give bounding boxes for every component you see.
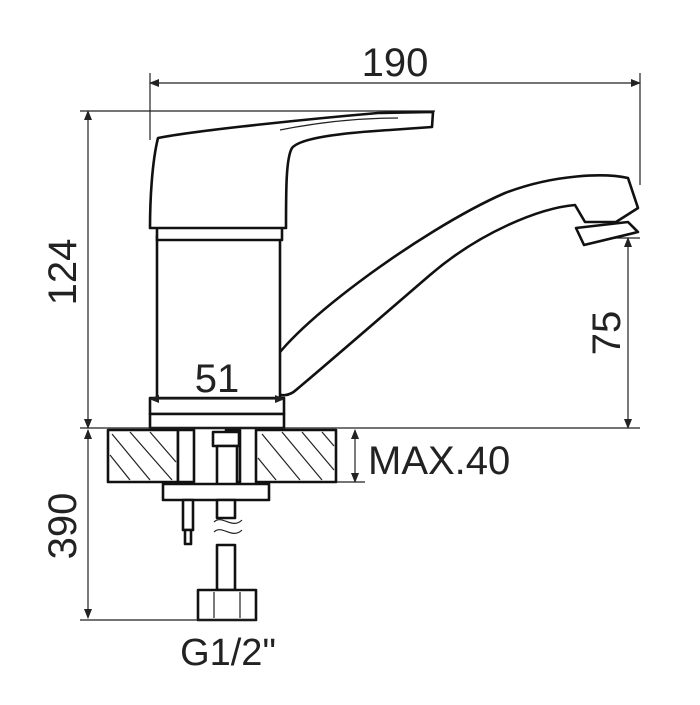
countertop-section [80,427,640,484]
faucet-cylinder [155,234,282,403]
dimension-overall-height: 124 [41,110,435,429]
faucet-handle [148,110,435,230]
faucet-body [148,110,640,430]
hose-nut [196,588,258,622]
faucet-aerator [574,220,640,247]
dimension-label-51: 51 [195,357,240,401]
dimension-label-390: 390 [41,493,85,560]
dimension-max-thickness: MAX.40 [336,429,510,483]
dimension-overall-length: 190 [149,41,641,185]
dimension-spout-height: 75 [585,237,640,429]
dimension-label-124: 124 [41,239,85,306]
mounting-hardware [161,428,271,622]
dimension-body-diameter: 51 [149,357,285,403]
faucet-spout [265,174,640,397]
dimension-hose-length: 390 [41,429,256,621]
dimension-label-75: 75 [585,311,629,356]
faucet-base-plate [148,412,286,430]
dimension-label-190: 190 [362,41,429,85]
dimension-label-max40: MAX.40 [368,439,510,483]
mounting-backplate [161,482,271,502]
supply-hose [215,498,237,520]
thread-size-label: G1/2" [180,632,276,674]
